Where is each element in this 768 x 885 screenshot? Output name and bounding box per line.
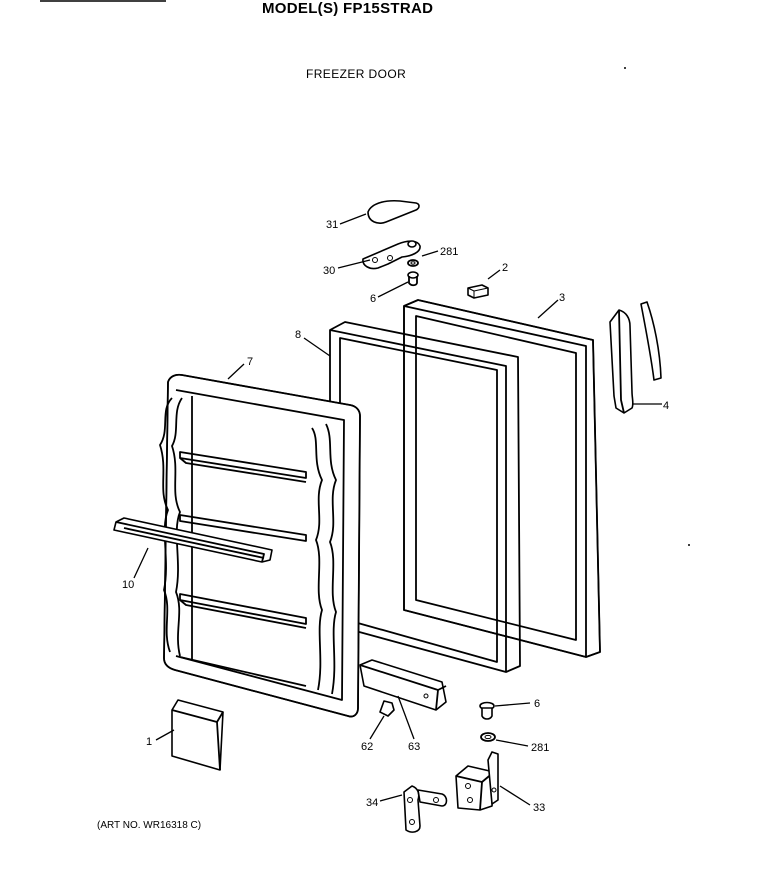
callout-8: 8 [295,329,301,341]
callout-10: 10 [122,579,134,591]
callout-281-bottom: 281 [531,742,549,754]
callout-34: 34 [366,797,378,809]
callout-30: 30 [323,265,335,277]
speck [624,67,626,69]
part-62-bumper [379,700,395,717]
part-31-hinge-cover [367,199,420,224]
callout-63: 63 [408,741,420,753]
part-1-owner-manual [171,699,224,771]
part-281-washer-top [407,259,419,267]
leader-lines [133,213,662,806]
diagram-subtitle: FREEZER DOOR [306,67,407,81]
callout-1: 1 [146,736,152,748]
part-33-bottom-hinge [455,751,499,811]
callout-6-bottom: 6 [534,698,540,710]
part-3-outer-door-panel [403,299,601,658]
diagram-title: MODEL(S) FP15STRAD [262,0,434,17]
part-63-bottom-channel [359,659,447,711]
part-281-washer-bottom [480,732,496,742]
callout-33: 33 [533,802,545,814]
part-4-handle [609,301,662,414]
part-2-block [467,284,489,299]
callout-31: 31 [326,219,338,231]
art-number: (ART NO. WR16318 C) [97,820,202,831]
callout-6-top: 6 [370,293,376,305]
part-6-bushing-top [407,271,419,287]
callout-62: 62 [361,741,373,753]
callout-labels: 31 281 30 6 2 3 8 7 4 10 6 1 62 63 281 3… [122,219,669,814]
part-6-bushing-bottom [479,701,495,720]
part-30-top-hinge [362,240,421,270]
part-34-hinge-strap [403,785,448,833]
callout-281-top: 281 [440,246,458,258]
speck [688,544,690,546]
part-10-shelf-rail [113,517,273,563]
callout-7: 7 [247,356,253,368]
callout-4: 4 [663,400,669,412]
callout-2: 2 [502,262,508,274]
part-7-door-liner [159,373,361,718]
callout-3: 3 [559,292,565,304]
